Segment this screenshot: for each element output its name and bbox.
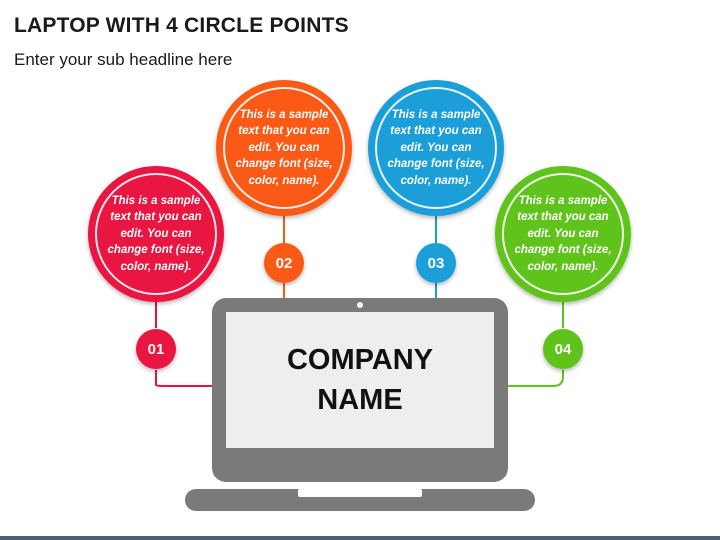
- laptop-trackpad-notch: [298, 489, 422, 497]
- circle-01-white-ring: [95, 173, 217, 295]
- badge-02: [264, 243, 304, 283]
- circle-point-02: [216, 80, 352, 216]
- circle-point-03: [368, 80, 504, 216]
- laptop-camera: [357, 302, 363, 308]
- badge-04: [543, 329, 583, 369]
- circle-02-outer-ring: [216, 80, 352, 216]
- circle-03-white-ring: [375, 87, 497, 209]
- circle-04-text: This is a sample text that you can edit.…: [514, 194, 612, 273]
- badge-03-number: 03: [427, 254, 445, 272]
- connector-line-04: [506, 300, 564, 387]
- circle-02-text: This is a sample text that you can edit.…: [235, 108, 333, 187]
- circle-01-outer-ring: [88, 166, 224, 302]
- slide-subtitle: Enter your sub headline here: [14, 50, 233, 69]
- badge-01: [136, 329, 176, 369]
- badge-04-number: 04: [554, 340, 572, 358]
- connector-line-01: [155, 300, 214, 387]
- laptop-screen: [226, 312, 494, 448]
- circle-01-text: This is a sample text that you can edit.…: [107, 194, 205, 273]
- circle-03-text: This is a sample text that you can edit.…: [387, 108, 485, 187]
- circle-point-04: [495, 166, 631, 302]
- laptop-base: [185, 489, 535, 511]
- circle-02-white-ring: [223, 87, 345, 209]
- badge-01-number: 01: [147, 340, 165, 358]
- circle-04-outer-ring: [495, 166, 631, 302]
- badge-02-number: 02: [275, 254, 293, 272]
- slide-title: LAPTOP WITH 4 CIRCLE POINTS: [14, 14, 349, 37]
- circle-point-01: [88, 166, 224, 302]
- circle-04-white-ring: [502, 173, 624, 295]
- badge-03: [416, 243, 456, 283]
- circle-03-outer-ring: [368, 80, 504, 216]
- company-name: COMPANY NAME: [286, 344, 434, 416]
- footer-bar: [0, 536, 720, 540]
